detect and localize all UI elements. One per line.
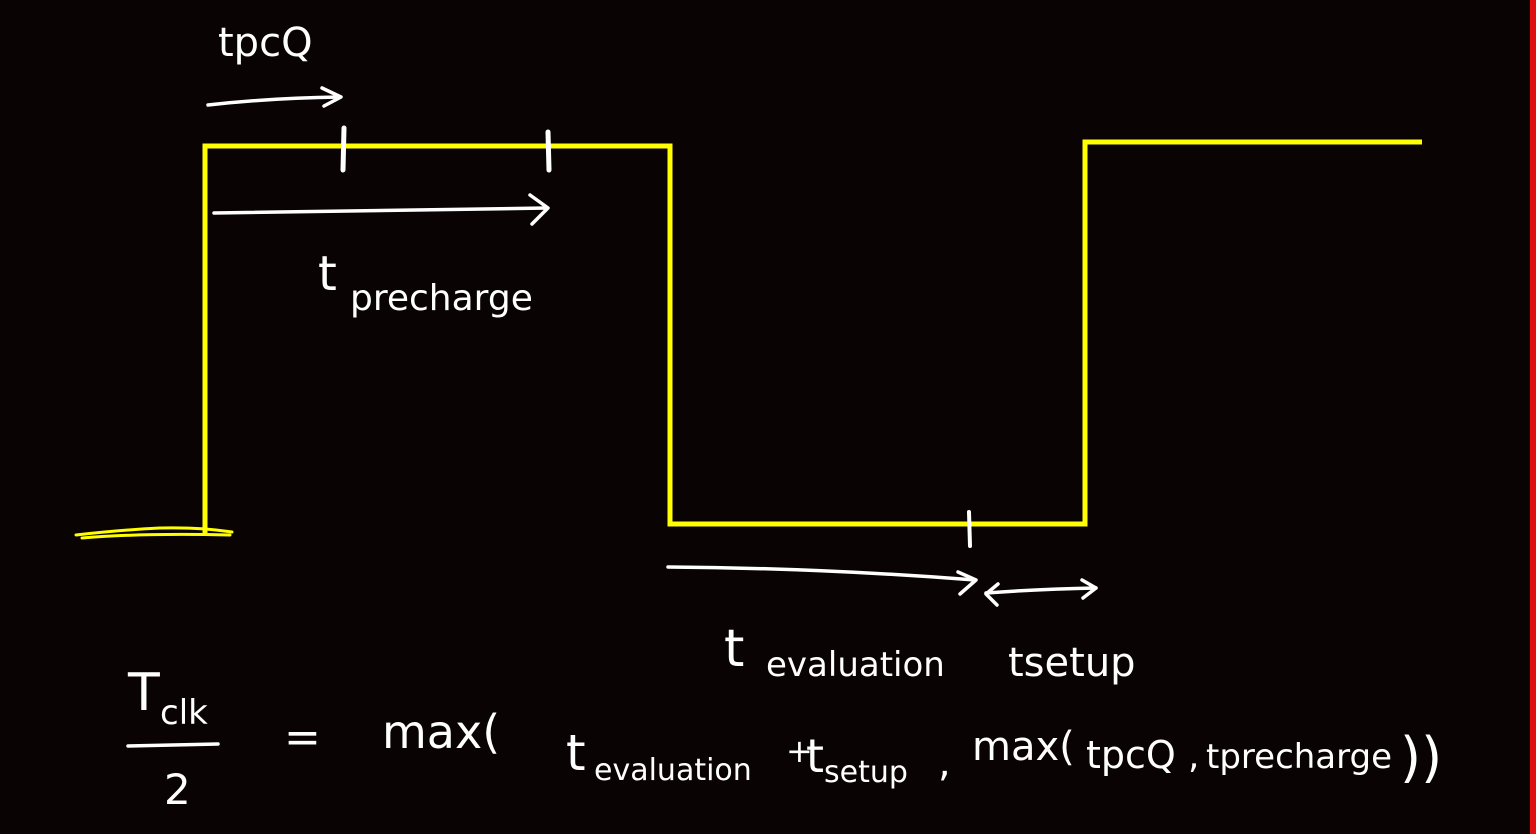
inner-separator: , [1188, 736, 1199, 777]
formula: T clk 2 = max( t evaluation + t setup , … [126, 663, 1442, 814]
svg-text:precharge: precharge [350, 278, 533, 319]
tick-mark-evaluation [967, 510, 972, 548]
svg-text:t: t [806, 729, 824, 783]
svg-text:clk: clk [160, 693, 208, 733]
label-tsetup: tsetup [1008, 640, 1136, 686]
svg-text:evaluation: evaluation [766, 645, 945, 685]
svg-text:T: T [127, 663, 160, 723]
svg-text:2: 2 [164, 765, 191, 814]
inner-tpcq: tpcQ [1086, 733, 1176, 777]
inner-tprecharge: tprecharge [1206, 737, 1392, 777]
comma: , [938, 740, 951, 786]
svg-text:t: t [566, 724, 586, 782]
max-outer: max( [382, 705, 500, 759]
term-t-evaluation: t evaluation [566, 724, 752, 788]
term-t-setup: t setup [806, 729, 908, 790]
svg-text:t: t [318, 246, 337, 302]
arrow-tpcq [206, 86, 343, 108]
clock-waveform [202, 139, 1422, 533]
arrow-setup [984, 578, 1098, 607]
closing-parens: )) [1400, 726, 1442, 789]
svg-text:t: t [724, 619, 744, 679]
plus-sign: + [786, 732, 813, 770]
label-t-precharge: t precharge [318, 246, 533, 319]
tick-mark-precharge [545, 129, 552, 173]
arrow-precharge [212, 193, 550, 226]
baseline-scribble [74, 526, 234, 540]
svg-text:evaluation: evaluation [594, 753, 752, 788]
tick-mark-tpcq [340, 125, 347, 173]
fraction-tclk-over-2: T clk 2 [126, 663, 220, 814]
arrow-evaluation [666, 565, 978, 596]
label-t-evaluation: t evaluation [724, 619, 945, 685]
svg-text:setup: setup [824, 755, 908, 790]
max-inner: max( [972, 724, 1075, 770]
label-tpcq: tpcQ [218, 20, 313, 66]
fraction-bar [126, 742, 220, 748]
right-edge-bar [1530, 0, 1536, 834]
equals-sign: = [284, 712, 321, 763]
